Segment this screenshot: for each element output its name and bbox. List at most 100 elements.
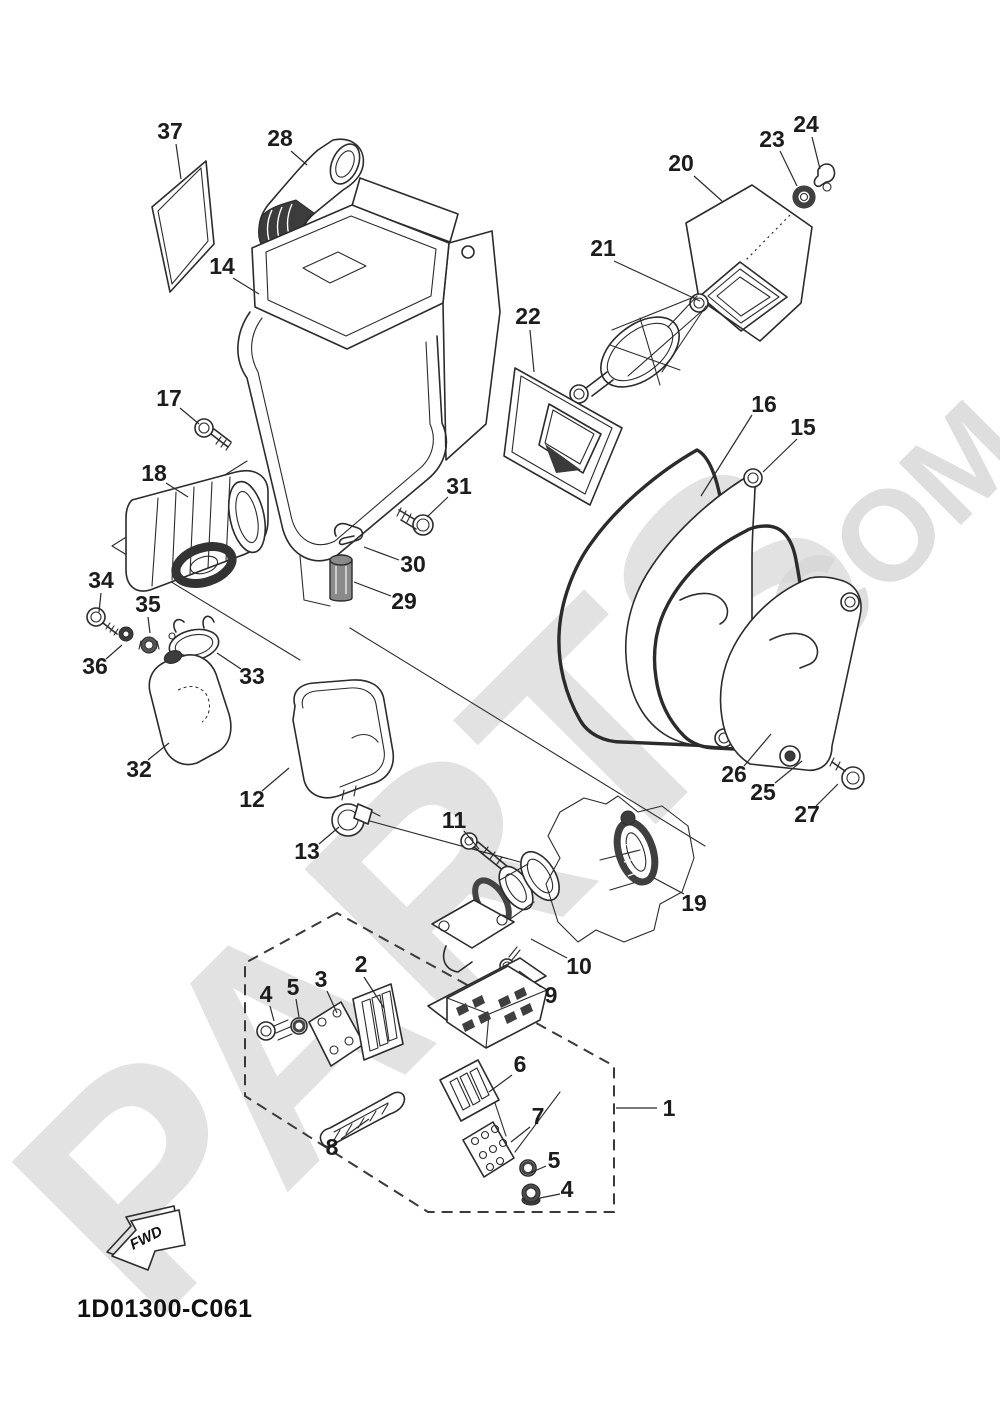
leader-line-34 xyxy=(98,592,102,613)
part-number-label-35: 35 xyxy=(135,591,161,617)
part-5-washer-left xyxy=(290,1017,308,1035)
leader-line-4 xyxy=(539,1193,561,1199)
part-number-label-4: 4 xyxy=(561,1176,574,1202)
part-number-label-30: 30 xyxy=(400,551,426,577)
leader-line-29 xyxy=(353,581,392,597)
leader-line-5 xyxy=(529,1165,547,1174)
part-number-label-14: 14 xyxy=(209,253,235,279)
leader-line-26 xyxy=(743,733,772,767)
leader-line-21 xyxy=(613,260,701,302)
part-number-label-9: 9 xyxy=(545,982,558,1008)
part-11-bolt xyxy=(460,832,509,873)
part-number-label-8: 8 xyxy=(326,1134,339,1160)
leader-line-5 xyxy=(295,998,300,1018)
part-29-sleeve xyxy=(329,554,353,602)
part-number-label-16: 16 xyxy=(751,391,777,417)
part-number-label-21: 21 xyxy=(590,235,616,261)
leader-line-37 xyxy=(175,143,182,180)
part-number-label-11: 11 xyxy=(442,807,467,833)
part-number-label-7: 7 xyxy=(532,1103,545,1129)
leader-line-31 xyxy=(426,496,449,518)
part-number-label-22: 22 xyxy=(515,303,541,329)
part-number-label-37: 37 xyxy=(157,118,183,144)
part-5-washer-bottom xyxy=(519,1159,537,1177)
leader-line-6 xyxy=(488,1074,513,1093)
leader-line-10 xyxy=(530,938,568,959)
assembly-dashed-box xyxy=(244,911,615,1213)
part-number-label-31: 31 xyxy=(446,473,472,499)
part-number-label-28: 28 xyxy=(267,125,293,151)
part-37-panel xyxy=(151,160,215,293)
part-number-label-6: 6 xyxy=(514,1051,527,1077)
part-number-label-36: 36 xyxy=(82,653,108,679)
leader-line-18 xyxy=(165,482,189,498)
leader-line-36 xyxy=(105,644,123,660)
part-number-label-29: 29 xyxy=(391,588,417,614)
part-30-clip xyxy=(333,522,364,546)
part-7-plate xyxy=(462,1121,515,1178)
part-number-label-34: 34 xyxy=(88,567,114,593)
part-18-boot xyxy=(125,470,269,592)
diagram-code: 1D01300-C061 xyxy=(77,1295,253,1323)
reed-valve-block xyxy=(427,957,548,1049)
leader-line-16 xyxy=(700,414,753,497)
part-31-bolt xyxy=(396,507,434,536)
part-number-label-19: 19 xyxy=(681,890,707,916)
leader-line-9 xyxy=(518,970,542,988)
part-12-boot-cover xyxy=(292,679,395,801)
part-14-air-box-bracket xyxy=(237,177,501,607)
leader-line-4 xyxy=(269,1005,275,1022)
part-number-label-24: 24 xyxy=(793,111,819,137)
part-number-label-18: 18 xyxy=(141,460,167,486)
part-number-label-27: 27 xyxy=(794,801,820,827)
part-32-tank xyxy=(148,650,232,766)
part-20-air-cleaner-case xyxy=(685,184,813,342)
leader-line-7 xyxy=(510,1126,531,1143)
part-8-gasket-strip xyxy=(319,1091,406,1148)
part-number-label-4: 4 xyxy=(260,981,273,1007)
leader-line-13 xyxy=(318,826,340,845)
part-27-bolt xyxy=(829,757,865,790)
part-number-label-2: 2 xyxy=(355,951,368,977)
leader-line-2 xyxy=(363,976,385,1009)
part-number-label-10: 10 xyxy=(566,953,592,979)
leader-line-33 xyxy=(216,652,242,670)
leader-line-12 xyxy=(261,767,290,792)
leader-line-19 xyxy=(653,877,685,895)
part-number-label-23: 23 xyxy=(759,126,785,152)
part-36-washer xyxy=(118,626,134,642)
part-25-side-cover xyxy=(719,576,862,771)
part-number-label-26: 26 xyxy=(721,761,747,787)
leader-line-17 xyxy=(179,407,200,425)
part-19-grommet xyxy=(613,810,659,886)
leader-line-24 xyxy=(811,136,821,170)
leader-line-22 xyxy=(529,329,535,373)
leader-line-11 xyxy=(463,830,480,850)
part-22-plate xyxy=(503,367,623,506)
part-34-bolt xyxy=(86,607,119,636)
part-21-filter-cage xyxy=(569,293,709,404)
part-number-label-5: 5 xyxy=(287,974,300,1000)
leader-line-8 xyxy=(340,1118,370,1140)
part-23-grommet xyxy=(792,185,816,209)
leader-line-28 xyxy=(290,150,308,166)
part-number-label-33: 33 xyxy=(239,663,265,689)
leader-line-25 xyxy=(774,760,803,784)
part-10-carb-joint xyxy=(431,850,560,973)
leader-line-32 xyxy=(147,742,170,761)
part-2-reed-petals xyxy=(352,983,404,1061)
leader-line-30 xyxy=(363,546,400,561)
leader-line-3 xyxy=(326,990,338,1014)
part-35-nut xyxy=(138,636,160,654)
part-number-label-15: 15 xyxy=(790,414,816,440)
leader-line-23 xyxy=(779,150,798,187)
leader-line-20 xyxy=(693,175,723,202)
leader-line-15 xyxy=(762,438,798,473)
part-6-stopper xyxy=(439,1059,500,1122)
part-4-bolt-left xyxy=(256,1019,293,1041)
part-number-label-25: 25 xyxy=(750,779,776,805)
part-number-label-13: 13 xyxy=(294,838,320,864)
